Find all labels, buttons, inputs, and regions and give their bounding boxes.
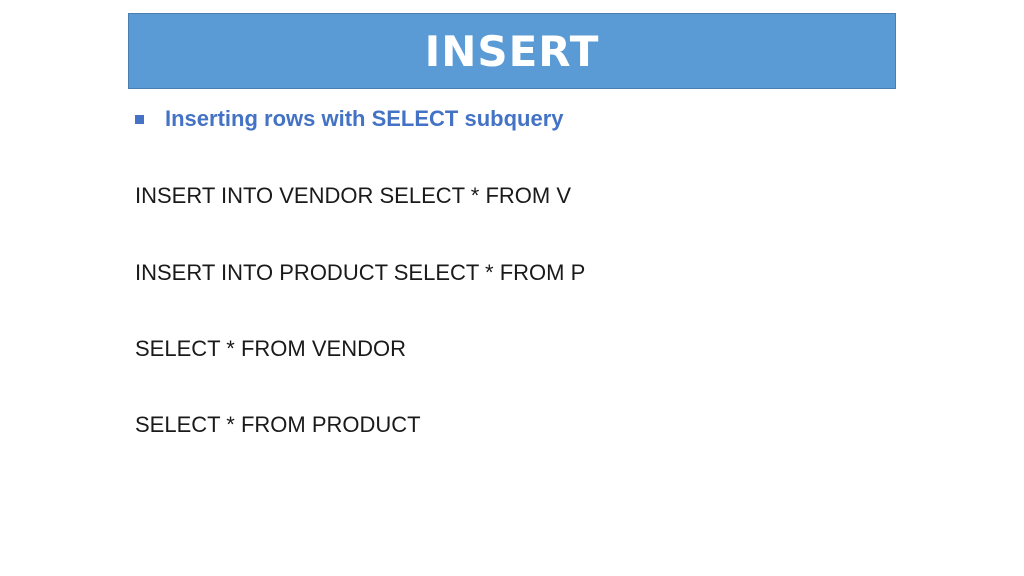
- bullet-text: Inserting rows with SELECT subquery: [165, 106, 564, 131]
- slide-title: INSERT: [424, 27, 600, 76]
- sql-line-insert-vendor: INSERT INTO VENDOR SELECT * FROM V: [135, 183, 572, 208]
- sql-line-select-product: SELECT * FROM PRODUCT: [135, 412, 421, 437]
- bullet-item: Inserting rows with SELECT subquery: [135, 104, 564, 134]
- sql-line-insert-product: INSERT INTO PRODUCT SELECT * FROM P: [135, 260, 586, 285]
- square-bullet-icon: [135, 114, 144, 124]
- title-bar: INSERT: [128, 13, 896, 89]
- sql-line-select-vendor: SELECT * FROM VENDOR: [135, 336, 406, 361]
